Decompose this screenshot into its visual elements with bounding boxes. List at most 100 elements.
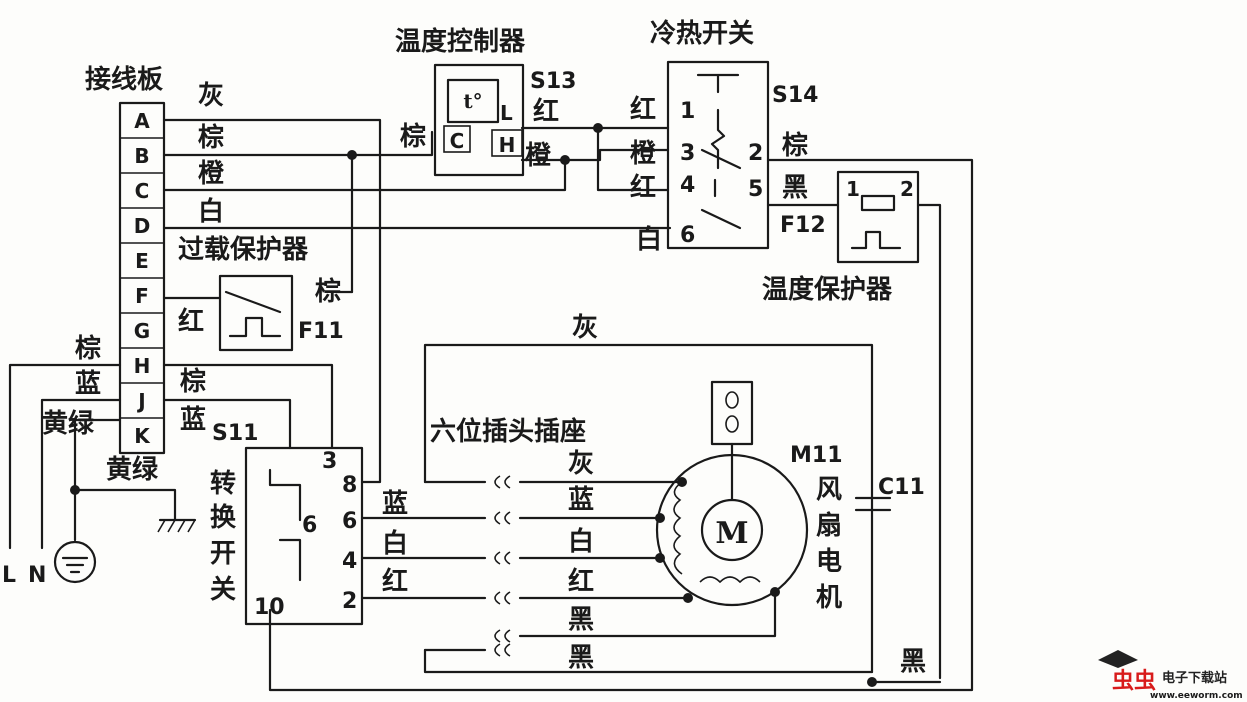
f11-designator: F11 [298, 319, 344, 344]
controller-terminal-c: C [450, 129, 465, 153]
switch-label-char-1: 转 [210, 469, 236, 499]
switch-label-char-3: 开 [210, 539, 236, 569]
f12-terminal-2: 2 [900, 177, 914, 201]
fan-label-char-3: 电 [816, 547, 842, 577]
overload-protector-title: 过载保护器 [178, 235, 309, 265]
wire-label-c-orange: 橙 [198, 159, 225, 189]
controller-terminal-l: L [500, 101, 513, 125]
switch-label-char-2: 换 [210, 503, 237, 533]
s14-terminal-5: 5 [748, 177, 763, 202]
controller-orange-label: 橙 [525, 141, 552, 171]
f11-red-label: 红 [178, 306, 204, 337]
selector-switch-s11 [244, 446, 364, 626]
connector-black-label-2: 黑 [568, 643, 594, 673]
temp-controller-title: 温度控制器 [395, 26, 526, 57]
watermark-site-name: 电子下载站 [1162, 670, 1227, 686]
terminal-row-a: A [134, 109, 150, 133]
s14-terminal-1: 1 [680, 99, 695, 124]
fan-label-char-1: 风 [816, 475, 842, 505]
s11-terminal-3: 3 [322, 449, 337, 474]
s14-terminal-6: 6 [680, 223, 695, 248]
controller-red-label: 红 [533, 96, 559, 127]
f12-terminal-1: 1 [846, 177, 860, 201]
terminal-row-e: E [135, 249, 149, 273]
s14-brown-label: 棕 [782, 130, 808, 161]
s11-out-red-label: 红 [382, 566, 408, 597]
temp-controller: t° C L H [433, 63, 525, 177]
loop-gray-label: 灰 [572, 313, 598, 343]
s11-terminal-2: 2 [342, 589, 357, 614]
connector-white-label: 白 [568, 526, 594, 557]
fan-label-char-2: 扇 [816, 510, 842, 541]
s14-terminal-2: 2 [748, 141, 763, 166]
connector-blue-label: 蓝 [568, 485, 594, 515]
terminal-row-k: K [134, 424, 151, 448]
s14-red-label-2: 红 [630, 172, 656, 203]
m11-designator: M11 [790, 443, 843, 468]
s14-orange-label: 橙 [630, 139, 657, 169]
watermark-brand: 虫虫 [1112, 668, 1156, 694]
s11-terminal-6: 6 [342, 509, 357, 534]
wire-label-b-brown: 棕 [198, 122, 224, 153]
bottom-black-label: 黑 [900, 647, 926, 677]
capacitor-c11 [854, 496, 942, 687]
cold-hot-switch-title: 冷热开关 [650, 18, 754, 49]
s11-designator: S11 [212, 421, 258, 446]
s14-designator: S14 [772, 83, 818, 108]
board-top-wires [162, 118, 672, 484]
motor-symbol: M [715, 516, 748, 551]
s11-output-wires [360, 516, 487, 600]
switch-label-char-4: 关 [210, 575, 236, 605]
connector-title: 六位插头插座 [430, 416, 586, 447]
terminal-row-d: D [134, 214, 151, 238]
s11-brown-label: 棕 [180, 366, 206, 397]
s11-out-white-label: 白 [382, 528, 408, 559]
connector-black-label-1: 黑 [568, 605, 594, 635]
mains-n-label: N [28, 563, 46, 588]
terminal-board-title: 接线板 [85, 65, 163, 95]
s13-designator: S13 [530, 69, 576, 94]
wire-label-d-white: 白 [198, 196, 224, 227]
s11-blue-label: 蓝 [180, 405, 206, 435]
mains-yellow-green-label: 黄绿 [42, 409, 95, 439]
watermark: 虫虫 电子下载站 www.eeworm.com [1098, 650, 1243, 701]
temp-protector-f12 [836, 170, 942, 680]
ground-yellow-green-label: 黄绿 [106, 455, 159, 485]
terminal-row-f: F [135, 284, 149, 308]
s11-terminal-4: 4 [342, 549, 357, 574]
connector-gray-label: 灰 [568, 449, 594, 479]
terminal-row-g: G [134, 319, 150, 343]
fan-label-char-4: 机 [816, 583, 842, 613]
overload-protector-f11 [218, 274, 294, 352]
terminal-row-b: B [134, 144, 149, 168]
mains-l-label: L [2, 563, 16, 588]
six-pin-connector [423, 343, 874, 674]
thermostat-symbol: t° [463, 89, 482, 113]
s14-red-label-1: 红 [630, 94, 656, 125]
temp-protector-title: 温度保护器 [762, 274, 893, 305]
terminal-row-h: H [134, 354, 151, 378]
watermark-url: www.eeworm.com [1150, 691, 1243, 701]
terminal-row-j: J [136, 389, 145, 413]
wire-label-a-gray: 灰 [198, 81, 224, 111]
s11-terminal-6-inner: 6 [302, 513, 317, 538]
c11-designator: C11 [878, 475, 925, 500]
junction-controller-h [560, 155, 570, 165]
s11-out-blue-label: 蓝 [382, 489, 408, 519]
fan-motor-m11: M [655, 380, 809, 607]
s14-terminal-4: 4 [680, 173, 695, 198]
mains-wiring [8, 363, 334, 584]
controller-terminal-h: H [499, 133, 516, 157]
f11-brown-label: 棕 [315, 276, 341, 307]
controller-brown-label: 棕 [400, 121, 426, 152]
graduation-cap-icon [1098, 650, 1138, 668]
f12-designator: F12 [780, 213, 826, 238]
mains-brown-label: 棕 [75, 333, 101, 364]
s14-terminal-3: 3 [680, 141, 695, 166]
junction-b [347, 150, 357, 160]
mains-blue-label: 蓝 [75, 369, 101, 399]
cold-hot-switch [666, 60, 770, 250]
s11-terminal-8: 8 [342, 473, 357, 498]
